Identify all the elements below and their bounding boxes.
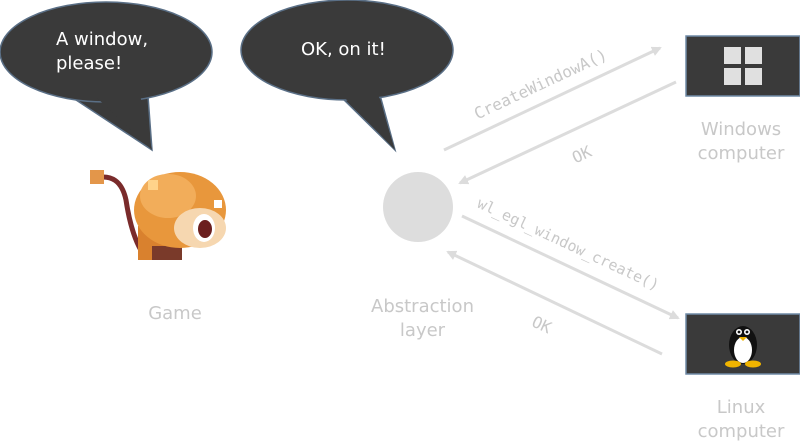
abstraction-layer-label: Abstraction layer [371, 296, 474, 341]
linux-computer-label: Linux computer [697, 397, 785, 442]
abstraction-circle-icon [383, 172, 453, 242]
game-bubble-text: A window, please! [56, 29, 149, 74]
windows-logo-icon [724, 47, 762, 85]
game-label: Game [148, 303, 202, 324]
game-speech-bubble [0, 1, 213, 152]
arrow-from-linux [446, 250, 663, 356]
arrow-from-windows [458, 80, 677, 185]
arrows [443, 46, 680, 356]
monkey-icon [90, 170, 226, 260]
windows-computer-label: Windows computer [697, 119, 785, 164]
arrow-to-windows [443, 46, 662, 152]
linux-computer-box [685, 313, 800, 375]
tux-penguin-icon [725, 326, 761, 368]
windows-computer-box [685, 35, 800, 97]
abstraction-bubble-text: OK, on it! [301, 39, 386, 60]
abstraction-speech-bubble [240, 0, 454, 153]
arrow-to-linux [461, 214, 680, 320]
